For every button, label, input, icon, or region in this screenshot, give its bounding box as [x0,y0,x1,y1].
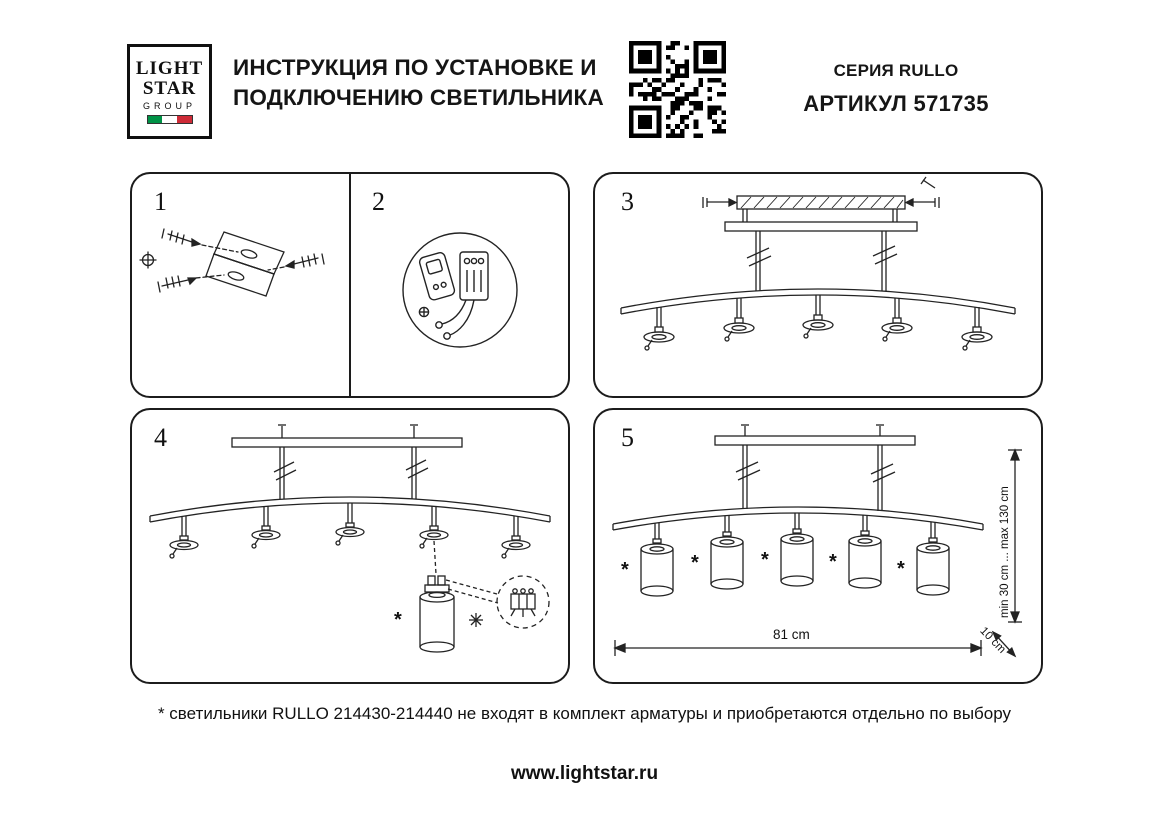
step-5-number: 5 [621,423,634,452]
step5-drawing [612,424,1022,658]
ceiling-hatching [740,196,904,209]
shade-asterisk-5: * [897,558,905,580]
cylindrical-shades [640,513,950,597]
footnote: * светильники RULLO 214430-214440 не вхо… [157,704,1012,723]
panel-step-4: 4 * [130,408,570,684]
logo-word-star: STAR [142,77,197,99]
step2-wiring-drawing [402,232,518,348]
page-title: ИНСТРУКЦИЯ ПО УСТАНОВКЕ И ПОДКЛЮЧЕНИЮ СВ… [233,53,604,113]
panel-step-5: 5 * * * * * 81 cm min 30 cm ... max 130 … [593,408,1043,684]
panel-step-3: 3 [593,172,1043,398]
shade-asterisk-1: * [621,559,629,581]
step-3-number: 3 [621,187,634,216]
step3-mounting-diagram [620,176,1016,351]
logo-word-group: GROUP [142,101,196,112]
lightstar-logo: LIGHT STAR GROUP [127,44,212,139]
step1-step2-diagram [139,228,518,348]
series-article-block: СЕРИЯ RULLO АРТИКУЛ 571735 [778,61,1014,117]
height-dimension-arrow [1008,448,1022,624]
step1-bracket-drawing [139,228,325,297]
title-line-2: ПОДКЛЮЧЕНИЮ СВЕТИЛЬНИКА [233,84,604,110]
width-dimension-label: 81 cm [773,627,810,642]
series-label: СЕРИЯ RULLO [833,61,959,80]
step-4-number: 4 [154,423,167,452]
article-label: АРТИКУЛ 571735 [803,91,989,116]
step-1-number: 1 [154,187,167,216]
step3-drawing [620,176,1016,351]
step5-final-assembly-diagram [612,424,1022,658]
logo-word-light: LIGHT [135,57,204,79]
panel-step-1-2: 1 2 [130,172,570,398]
lamp-detail-drawing [419,540,550,653]
step-2-number: 2 [372,187,385,216]
title-line-1: ИНСТРУКЦИЯ ПО УСТАНОВКЕ И [233,55,597,80]
panel-divider [349,174,351,396]
shade-asterisk-2: * [691,552,699,574]
width-dimension-arrow [613,640,983,656]
step4-assembly-diagram [149,424,551,653]
step4-drawing [149,424,551,653]
shade-asterisk-4: * [829,551,837,573]
website-url: www.lightstar.ru [510,763,659,784]
italian-flag-icon [146,115,193,125]
lamp-holders [169,503,531,559]
qr-code-icon [629,41,726,138]
shade-asterisk-3: * [761,549,769,571]
lamp-holders [643,295,993,351]
drop-dimension-arrow [991,630,1017,658]
lamp-asterisk: * [394,609,402,631]
